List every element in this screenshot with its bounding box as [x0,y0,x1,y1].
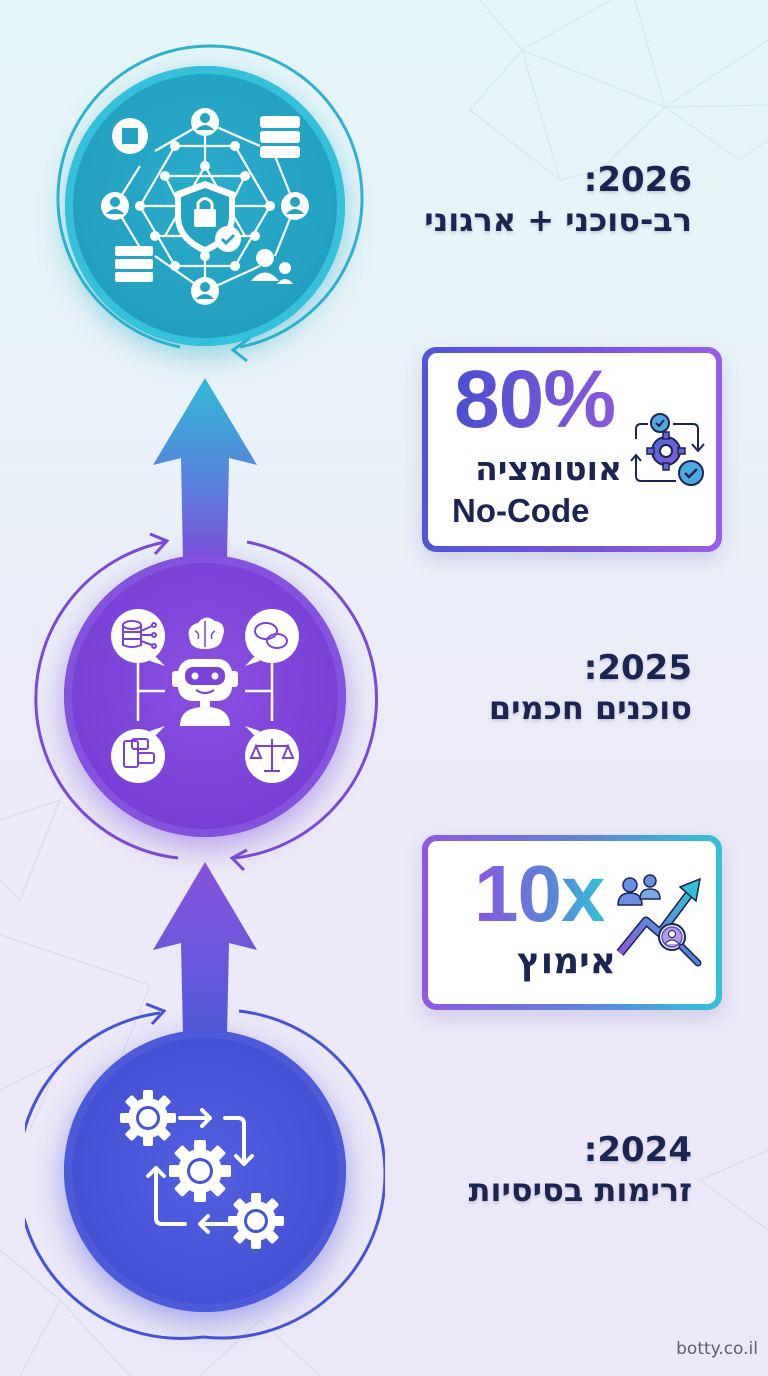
stage-year: :2025 [583,648,692,688]
cycle-ring-2024 [25,1002,385,1340]
cycle-ring-2026 [56,44,364,363]
stat-label: אוטומציה [475,449,622,488]
stage-year: :2024 [583,1130,692,1170]
stage-disc-2026 [65,66,345,346]
stage-label-2026: :2026 רב-סוכני + ארגוני [424,160,692,240]
stat-label: אימוץ [516,941,616,982]
stat-card-adoption: 10x אימוץ [422,835,722,1010]
network-security-icon [101,108,309,305]
stat-value: 80% [454,354,616,445]
user-growth-chart-icon [616,874,702,967]
arrow-up-2024-to-2025 [153,862,257,1037]
stage-title: זרימות בסיסיות [468,1171,692,1209]
stage-disc-2025 [64,555,346,837]
stage-disc-2024 [64,1030,346,1312]
stat-value: 10x [474,849,605,938]
robot-brain-agent-icon [111,609,299,783]
stat-sublabel: No-Code [452,492,590,529]
stage-year: :2026 [583,160,692,200]
gear-automation-cycle-icon [630,413,705,486]
arrow-up-2025-to-2026 [153,378,257,560]
stat-card-automation: 80% אוטומציה No-Code [422,347,722,552]
stage-title: סוכנים חכמים [488,689,692,727]
cycle-ring-2025 [34,532,378,872]
stage-label-2024: :2024 זרימות בסיסיות [469,1130,692,1210]
stage-label-2025: :2025 סוכנים חכמים [489,648,692,728]
stage-title: רב-סוכני + ארגוני [424,201,692,239]
watermark-text: botty.co.il [676,1339,758,1359]
gears-workflow-icon [120,1090,284,1249]
